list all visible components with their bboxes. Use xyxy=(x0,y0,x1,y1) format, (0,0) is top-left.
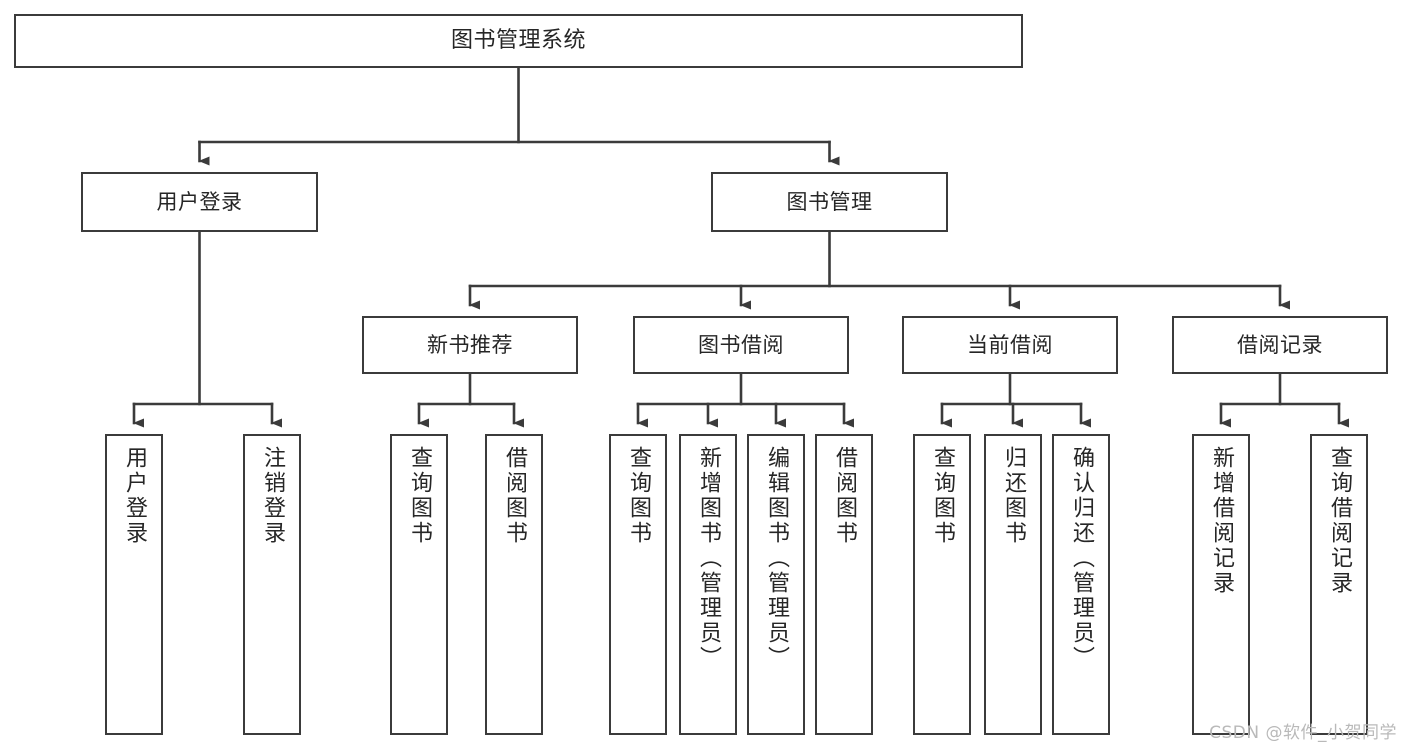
node-borrow-record[interactable]: 借阅记录 xyxy=(1172,316,1388,374)
node-user-login[interactable]: 用户登录 xyxy=(81,172,318,232)
node-leaf-query-book-3[interactable]: 查询图书 xyxy=(913,434,971,735)
node-leaf-logout[interactable]: 注销登录 xyxy=(243,434,301,735)
node-current-borrow[interactable]: 当前借阅 xyxy=(902,316,1118,374)
watermark-label: CSDN @软件_小贺同学 xyxy=(1209,723,1397,743)
node-book-borrow[interactable]: 图书借阅 xyxy=(633,316,849,374)
node-leaf-add-book[interactable]: 新增图书（管理员） xyxy=(679,434,737,735)
node-leaf-user-login[interactable]: 用户登录 xyxy=(105,434,163,735)
node-root-label: 图书管理系统 xyxy=(450,28,586,54)
node-book-manage[interactable]: 图书管理 xyxy=(711,172,948,232)
node-leaf-query-book-2[interactable]: 查询图书 xyxy=(609,434,667,735)
node-book-borrow-label: 图书借阅 xyxy=(698,332,784,357)
node-leaf-query-record[interactable]: 查询借阅记录 xyxy=(1310,434,1368,735)
node-leaf-borrow-book-2-label: 借阅图书 xyxy=(832,446,857,546)
node-leaf-query-book-3-label: 查询图书 xyxy=(930,446,955,546)
node-leaf-query-record-label: 查询借阅记录 xyxy=(1327,446,1352,596)
node-leaf-return-book[interactable]: 归还图书 xyxy=(984,434,1042,735)
node-leaf-logout-label: 注销登录 xyxy=(260,446,285,546)
node-leaf-add-record-label: 新增借阅记录 xyxy=(1209,446,1234,596)
node-borrow-record-label: 借阅记录 xyxy=(1237,332,1323,357)
node-new-book-recommend[interactable]: 新书推荐 xyxy=(362,316,578,374)
node-leaf-confirm-return[interactable]: 确认归还（管理员） xyxy=(1052,434,1110,735)
node-leaf-query-book-2-label: 查询图书 xyxy=(626,446,651,546)
node-root[interactable]: 图书管理系统 xyxy=(14,14,1023,68)
node-new-book-recommend-label: 新书推荐 xyxy=(427,332,513,357)
node-current-borrow-label: 当前借阅 xyxy=(967,332,1053,357)
node-user-login-label: 用户登录 xyxy=(156,189,243,214)
node-leaf-add-book-label: 新增图书（管理员） xyxy=(696,446,721,671)
node-leaf-user-login-label: 用户登录 xyxy=(122,446,147,546)
node-leaf-borrow-book-1[interactable]: 借阅图书 xyxy=(485,434,543,735)
node-leaf-confirm-return-label: 确认归还（管理员） xyxy=(1069,446,1094,671)
node-leaf-query-book-1[interactable]: 查询图书 xyxy=(390,434,448,735)
node-leaf-edit-book[interactable]: 编辑图书（管理员） xyxy=(747,434,805,735)
node-leaf-edit-book-label: 编辑图书（管理员） xyxy=(764,446,789,671)
node-leaf-query-book-1-label: 查询图书 xyxy=(407,446,432,546)
node-leaf-return-book-label: 归还图书 xyxy=(1001,446,1026,546)
node-leaf-borrow-book-1-label: 借阅图书 xyxy=(502,446,527,546)
node-leaf-borrow-book-2[interactable]: 借阅图书 xyxy=(815,434,873,735)
node-leaf-add-record[interactable]: 新增借阅记录 xyxy=(1192,434,1250,735)
node-book-manage-label: 图书管理 xyxy=(786,189,873,214)
